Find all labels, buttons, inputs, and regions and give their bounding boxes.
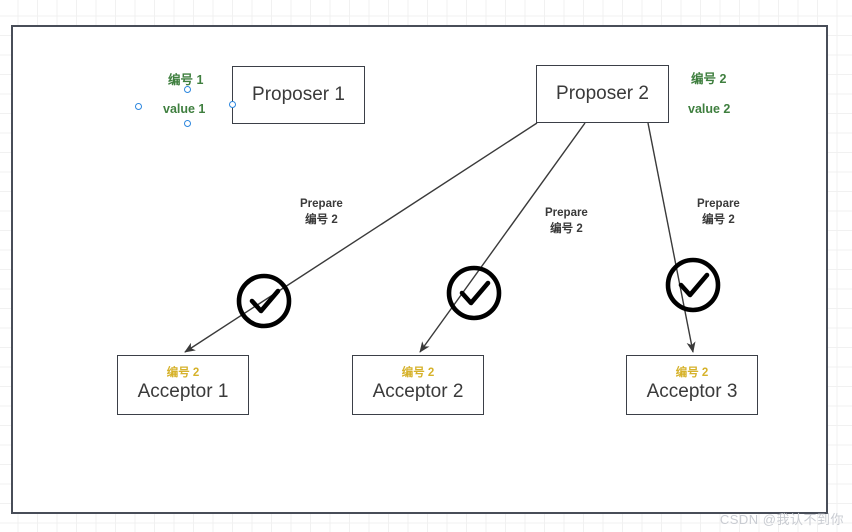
node-acceptor-3[interactable]: 编号 2 Acceptor 3 — [626, 355, 758, 415]
node-proposer-1[interactable]: Proposer 1 — [232, 66, 365, 124]
selection-handle-left[interactable] — [135, 103, 142, 110]
proposer-1-value-annotation: value 1 — [163, 102, 206, 116]
node-acceptor-2[interactable]: 编号 2 Acceptor 2 — [352, 355, 484, 415]
node-acceptor-3-tag: 编号 2 — [675, 366, 709, 379]
node-acceptor-3-label: Acceptor 3 — [646, 381, 738, 403]
proposer-2-number-annotation: 编号 2 — [691, 72, 727, 86]
node-proposer-1-label: Proposer 1 — [252, 84, 345, 106]
edge-label-line1: Prepare — [697, 198, 740, 210]
node-acceptor-2-label: Acceptor 2 — [372, 381, 464, 403]
drawing-canvas-frame — [11, 25, 828, 514]
node-proposer-2-label: Proposer 2 — [556, 83, 649, 105]
selection-handle-top[interactable] — [184, 86, 191, 93]
edge-label-line1: Prepare — [545, 207, 588, 219]
node-acceptor-1[interactable]: 编号 2 Acceptor 1 — [117, 355, 249, 415]
edge-label-line2: 编号 2 — [305, 213, 338, 226]
selection-handle-bottom[interactable] — [184, 120, 191, 127]
edge-label-line2: 编号 2 — [550, 222, 583, 235]
node-acceptor-1-label: Acceptor 1 — [137, 381, 229, 403]
watermark-text: CSDN @我认不到你 — [719, 512, 844, 527]
edge-label-proposer2-acceptor3: Prepare 编号 2 — [697, 197, 740, 228]
edge-label-proposer2-acceptor1: Prepare 编号 2 — [300, 197, 343, 228]
node-acceptor-1-tag: 编号 2 — [166, 366, 200, 379]
proposer-2-value-annotation: value 2 — [688, 102, 731, 116]
edge-label-line2: 编号 2 — [702, 213, 735, 226]
node-acceptor-2-tag: 编号 2 — [401, 366, 435, 379]
node-proposer-2[interactable]: Proposer 2 — [536, 65, 669, 123]
selection-handle-right[interactable] — [229, 101, 236, 108]
edge-label-proposer2-acceptor2: Prepare 编号 2 — [545, 206, 588, 237]
proposer-1-number-annotation: 编号 1 — [168, 73, 204, 87]
edge-label-line1: Prepare — [300, 198, 343, 210]
